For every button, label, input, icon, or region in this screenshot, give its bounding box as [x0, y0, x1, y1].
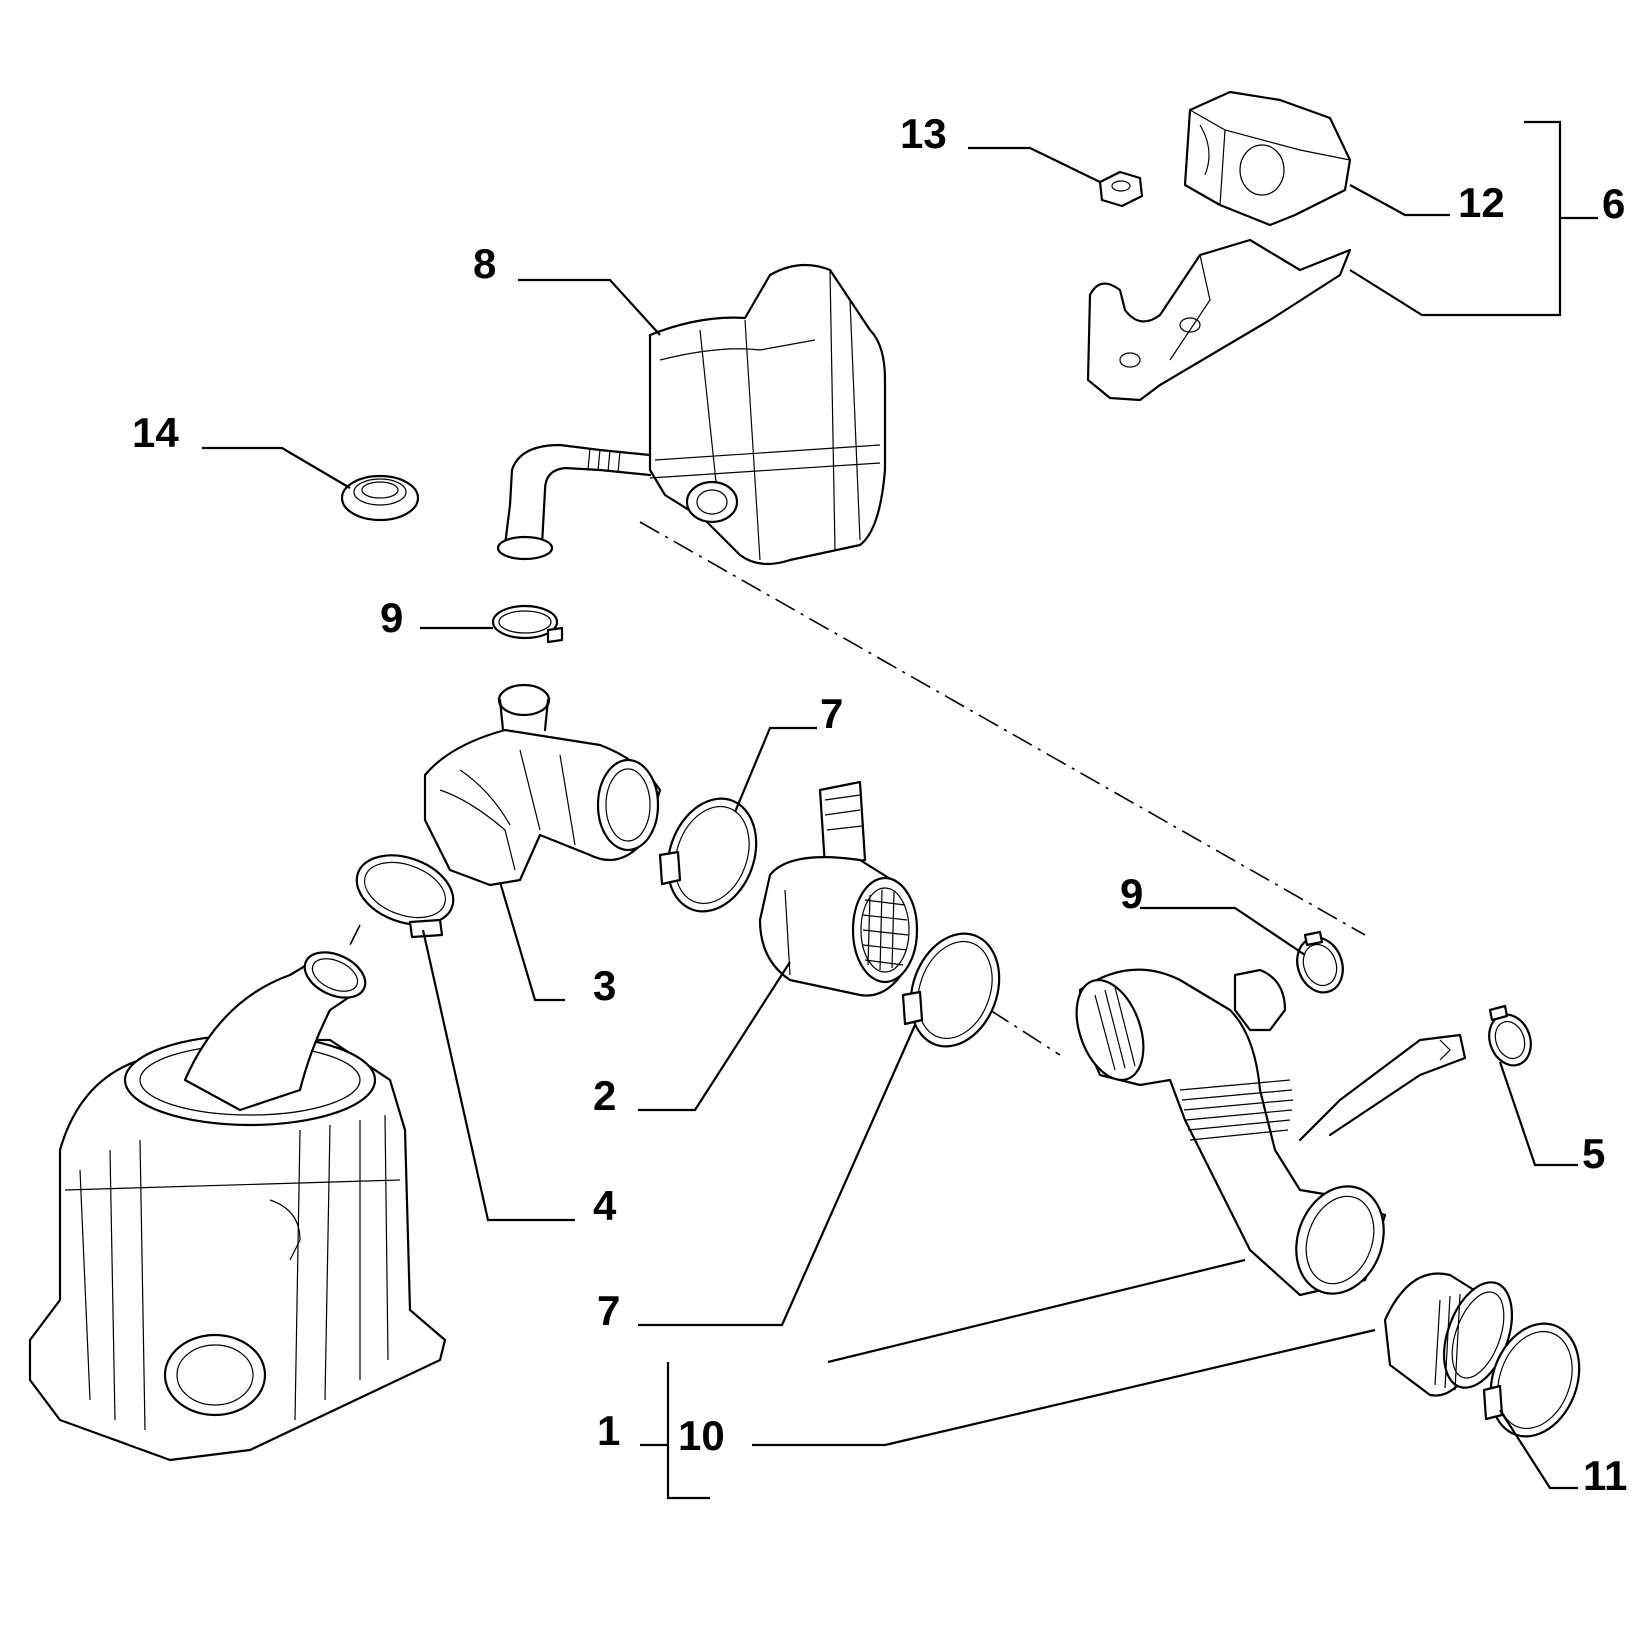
- leader-lines: [202, 120, 1598, 1500]
- callout-4: 4: [593, 1182, 617, 1229]
- hose-clamp-part-7-lower: [901, 932, 1001, 1048]
- hose-clamp-part-5: [1488, 1004, 1532, 1067]
- callout-labels: 13 12 6 8 14 9 7 3 9 2 5 4 7 1 10 11: [132, 110, 1627, 1499]
- assembly-guide-lines: [349, 521, 1366, 1056]
- callout-14: 14: [132, 409, 179, 456]
- air-mass-meter-part-2: [758, 780, 919, 997]
- callout-12: 12: [1458, 179, 1505, 226]
- callout-7-lower: 7: [597, 1287, 620, 1334]
- callout-11: 11: [1583, 1452, 1627, 1499]
- callout-3: 3: [593, 962, 616, 1009]
- callout-10: 10: [678, 1412, 725, 1459]
- hose-clamp-part-11: [1482, 1322, 1581, 1438]
- callout-8: 8: [473, 240, 496, 287]
- air-filter-housing: [28, 951, 447, 1462]
- elbow-duct-part-3: [423, 683, 662, 887]
- callout-9-upper: 9: [380, 594, 403, 641]
- callout-6: 6: [1602, 180, 1625, 227]
- hose-clamp-part-7-upper: [658, 797, 758, 913]
- callout-2: 2: [593, 1072, 616, 1119]
- nut-part-13: [1098, 170, 1144, 208]
- hose-clamp-part-4: [355, 854, 455, 939]
- hose-clamp-part-9-upper: [491, 604, 564, 644]
- sleeve-part-10: [1383, 1272, 1513, 1397]
- callout-1: 1: [597, 1407, 620, 1454]
- hose-clamp-part-9-lower: [1296, 930, 1344, 994]
- grommet-part-14: [340, 474, 420, 522]
- bracket-part-6: [1086, 238, 1352, 402]
- intake-hose-part-1: [1075, 968, 1467, 1297]
- callout-7-upper: 7: [820, 690, 843, 737]
- callout-9-lower: 9: [1120, 870, 1143, 917]
- resonator-box-part-8: [496, 263, 887, 566]
- callout-13: 13: [900, 110, 947, 157]
- callout-5: 5: [1582, 1130, 1605, 1177]
- mount-block-part-12: [1183, 90, 1352, 227]
